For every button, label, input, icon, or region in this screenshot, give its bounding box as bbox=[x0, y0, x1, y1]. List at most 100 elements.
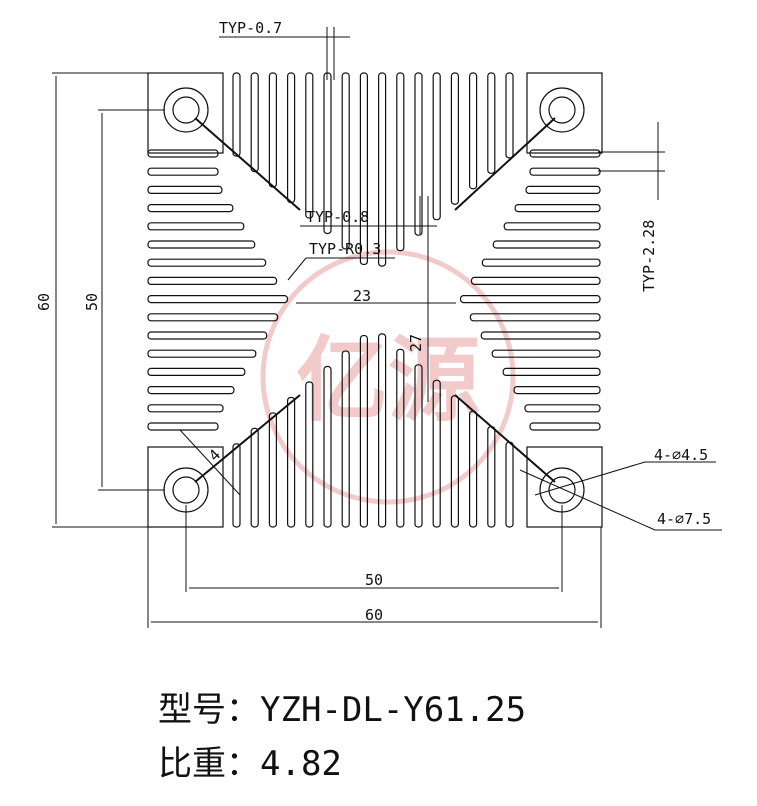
watermark-logo: 亿源 bbox=[260, 249, 516, 505]
leader-small-holes bbox=[534, 461, 646, 496]
fin-left bbox=[147, 204, 234, 213]
fin-left bbox=[147, 276, 278, 285]
weight-line: 比重：4.82 bbox=[158, 736, 342, 785]
fin-left bbox=[147, 422, 219, 431]
fin-bottom bbox=[414, 364, 423, 528]
label-overall-width: 60 bbox=[365, 606, 383, 624]
fin-right bbox=[514, 204, 601, 213]
fin-right bbox=[503, 222, 601, 231]
fin-top bbox=[505, 72, 514, 159]
fin-right bbox=[525, 185, 601, 194]
fin-right bbox=[524, 404, 601, 413]
fin-top bbox=[341, 72, 350, 250]
fin-bottom bbox=[250, 427, 259, 528]
fin-bottom bbox=[305, 381, 314, 528]
rib-diagonal-br bbox=[454, 394, 556, 483]
leader-typ-radius-d bbox=[287, 257, 307, 281]
fin-top bbox=[487, 72, 496, 174]
corner-tl-hole-outer bbox=[163, 87, 209, 133]
leader-large-holes bbox=[519, 469, 656, 531]
corner-tr-hole-inner bbox=[548, 96, 576, 124]
fin-left bbox=[147, 222, 245, 231]
fin-top bbox=[450, 72, 459, 205]
dim-corner bbox=[179, 429, 241, 496]
fin-left bbox=[147, 167, 219, 176]
fin-bottom bbox=[341, 350, 350, 528]
fin-bottom bbox=[323, 365, 332, 528]
fin-bottom bbox=[432, 379, 441, 528]
corner-tl-block bbox=[147, 72, 224, 154]
model-value: YZH-DL-Y61.25 bbox=[260, 690, 527, 730]
fin-right bbox=[491, 349, 601, 358]
fin-right bbox=[513, 386, 601, 395]
fin-top bbox=[268, 72, 277, 188]
fin-bottom bbox=[232, 443, 241, 528]
label-typ-center-gap: TYP-0.8 bbox=[306, 208, 369, 226]
fin-bottom bbox=[505, 441, 514, 528]
label-hole-pitch-vertical: 50 bbox=[83, 293, 101, 311]
fin-right bbox=[502, 367, 601, 376]
fin-top bbox=[469, 72, 478, 190]
fin-top bbox=[432, 72, 441, 221]
rib-diagonal-tl bbox=[194, 117, 301, 211]
label-typ-radius: TYP-R0.3 bbox=[309, 240, 381, 258]
fin-left bbox=[147, 295, 289, 304]
fin-right bbox=[459, 295, 601, 304]
fin-top bbox=[414, 72, 423, 236]
fin-right bbox=[529, 167, 601, 176]
label-corner-dim: 4 bbox=[205, 446, 224, 465]
fin-bottom bbox=[378, 333, 387, 528]
watermark-text: 亿源 bbox=[296, 327, 480, 434]
label-overall-height: 60 bbox=[35, 293, 53, 311]
fin-left bbox=[147, 386, 235, 395]
fin-top bbox=[232, 72, 241, 157]
fin-bottom bbox=[396, 348, 405, 528]
weight-value: 4.82 bbox=[260, 744, 342, 784]
rib-diagonal-bl bbox=[194, 394, 301, 483]
label-large-holes: 4-⌀7.5 bbox=[657, 510, 711, 528]
fin-left bbox=[147, 367, 246, 376]
corner-bl-hole-inner bbox=[172, 476, 200, 504]
fin-left bbox=[147, 349, 257, 358]
fin-bottom bbox=[359, 334, 368, 528]
corner-br-hole-inner bbox=[548, 476, 576, 504]
fin-left bbox=[147, 258, 267, 267]
model-label: 型号： bbox=[158, 690, 260, 730]
corner-tr-block bbox=[526, 72, 603, 154]
fin-top bbox=[287, 72, 296, 204]
fin-top bbox=[305, 72, 314, 219]
fin-top bbox=[359, 72, 368, 266]
fin-right bbox=[480, 331, 601, 340]
heatsink-body bbox=[147, 72, 603, 528]
fin-top bbox=[250, 72, 259, 173]
fin-right bbox=[469, 313, 601, 322]
label-typ-pitch: TYP-2.28 bbox=[640, 220, 658, 292]
fin-top bbox=[396, 72, 405, 252]
model-line: 型号：YZH-DL-Y61.25 bbox=[158, 682, 526, 731]
label-inner-height: 27 bbox=[407, 334, 425, 352]
label-small-holes: 4-⌀4.5 bbox=[654, 446, 708, 464]
fin-left bbox=[147, 313, 279, 322]
label-inner-width: 23 bbox=[353, 287, 371, 305]
fin-left bbox=[147, 404, 224, 413]
corner-br-block bbox=[526, 446, 603, 528]
label-typ-fin-thickness: TYP-0.7 bbox=[219, 19, 282, 37]
label-hole-pitch-horizontal: 50 bbox=[365, 571, 383, 589]
fin-left bbox=[147, 185, 223, 194]
dimension-lines bbox=[52, 27, 722, 628]
fin-bottom bbox=[287, 396, 296, 528]
corner-tl-hole-inner bbox=[172, 96, 200, 124]
weight-label: 比重： bbox=[158, 744, 260, 784]
fin-right bbox=[529, 422, 601, 431]
fin-right bbox=[492, 240, 601, 249]
fin-top bbox=[378, 72, 387, 267]
rib-diagonal-tr bbox=[454, 117, 556, 211]
fin-left bbox=[147, 331, 268, 340]
fin-right bbox=[470, 276, 601, 285]
corner-tr-hole-outer bbox=[539, 87, 585, 133]
fin-right bbox=[481, 258, 601, 267]
fin-bottom bbox=[268, 412, 277, 528]
fin-left bbox=[147, 240, 256, 249]
